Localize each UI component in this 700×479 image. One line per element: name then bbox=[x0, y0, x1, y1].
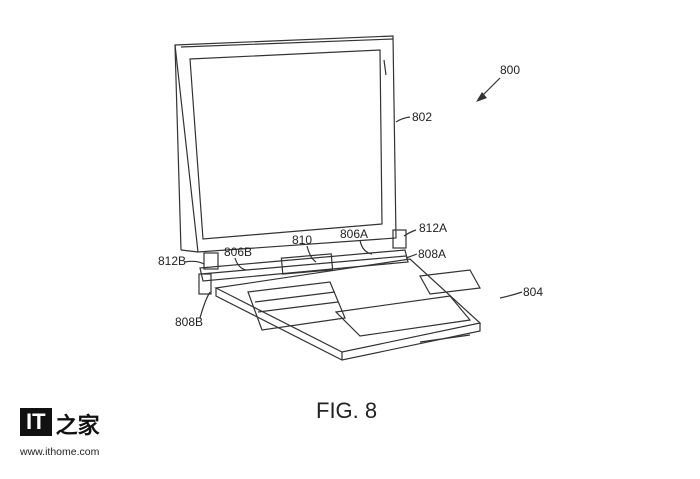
display-lid bbox=[174, 35, 397, 253]
base bbox=[214, 258, 482, 361]
label-800: 800 bbox=[500, 63, 520, 77]
label-806b: 806B bbox=[224, 245, 252, 259]
logo-it: IT bbox=[20, 408, 52, 436]
label-804: 804 bbox=[523, 285, 543, 299]
logo-zh: 之家 bbox=[55, 413, 100, 439]
display-screen bbox=[189, 49, 383, 240]
label-812b: 812B bbox=[158, 254, 186, 268]
label-806a: 806A bbox=[340, 227, 368, 241]
watermark-url: www.ithome.com bbox=[20, 446, 100, 458]
label-812a: 812A bbox=[419, 221, 447, 235]
label-802: 802 bbox=[412, 110, 432, 124]
touchpad bbox=[334, 295, 472, 337]
bracket-812a bbox=[392, 229, 407, 249]
keyboard-area bbox=[247, 281, 346, 331]
hinge-assembly bbox=[198, 229, 409, 295]
center-hinge-810 bbox=[280, 253, 334, 275]
figure-caption: FIG. 8 bbox=[316, 398, 377, 423]
label-808a: 808A bbox=[418, 247, 446, 261]
label-810: 810 bbox=[292, 233, 312, 247]
leader-lines bbox=[184, 77, 523, 319]
bracket-812b bbox=[203, 252, 219, 270]
label-808b: 808B bbox=[175, 315, 203, 329]
